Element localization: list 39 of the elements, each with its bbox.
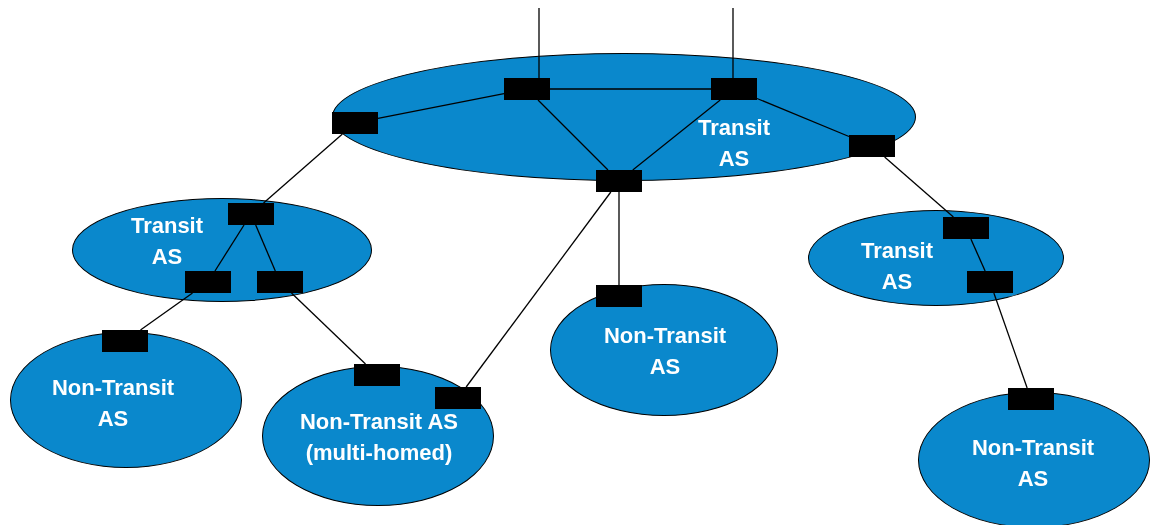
router-box <box>1007 387 1054 410</box>
link-line <box>537 99 609 171</box>
as-name: Non-Transit AS <box>50 374 176 433</box>
router-box <box>942 216 989 239</box>
link-line <box>255 224 276 272</box>
as-name: Transit AS <box>129 212 205 271</box>
router-box <box>256 270 303 293</box>
router-box <box>595 284 642 307</box>
router-box <box>710 77 757 100</box>
router-box <box>353 363 400 386</box>
link-line <box>618 191 620 286</box>
link-line <box>756 97 850 138</box>
router-box <box>503 77 550 100</box>
as-name: Transit AS <box>696 114 772 173</box>
link-line <box>262 133 344 204</box>
link-line <box>377 92 505 120</box>
link-line <box>732 7 734 79</box>
as-name: Non-Transit AS (multi-homed) <box>298 408 460 467</box>
router-box <box>184 270 231 293</box>
link-line <box>538 7 540 79</box>
router-box <box>331 111 378 134</box>
link-line <box>214 224 245 272</box>
router-box <box>966 270 1013 293</box>
router-box <box>848 134 895 157</box>
as-name: Non-Transit AS <box>602 322 728 381</box>
as-name: Non-Transit AS <box>970 434 1096 493</box>
router-box <box>595 169 642 192</box>
router-box <box>101 329 148 352</box>
link-line <box>883 156 955 218</box>
as-name: Transit AS <box>859 237 935 296</box>
link-line <box>290 292 367 365</box>
link-line <box>970 238 986 272</box>
router-box <box>227 202 274 225</box>
link-line <box>465 191 612 388</box>
link-line <box>139 292 194 331</box>
link-line <box>549 88 712 90</box>
link-line <box>632 99 721 171</box>
router-box <box>434 386 481 409</box>
link-line <box>993 292 1028 389</box>
